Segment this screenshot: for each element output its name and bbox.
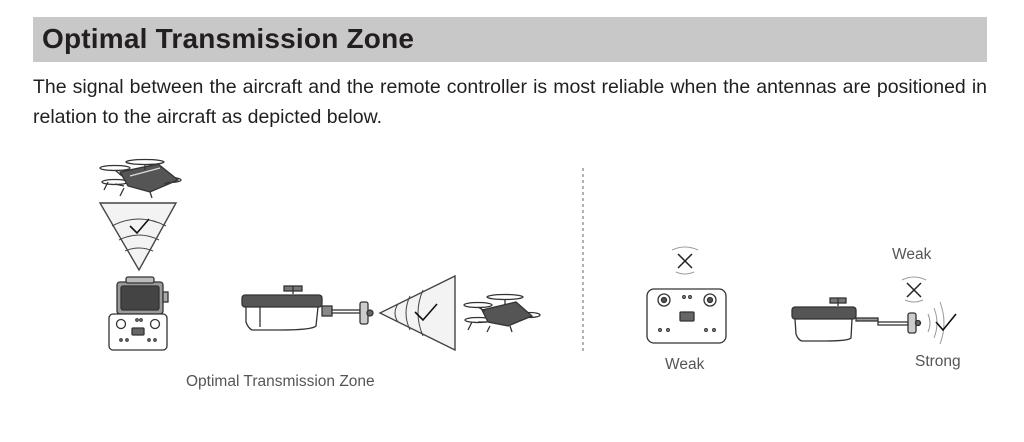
optimal-zone-side <box>378 274 456 352</box>
section-header-bar: Optimal Transmission Zone <box>33 17 987 62</box>
optimal-zone-caption: Optimal Transmission Zone <box>186 373 375 390</box>
weak-signal-indicator-antenna <box>901 276 927 303</box>
weak-label-controller: Weak <box>665 356 705 373</box>
optimal-zone-top <box>98 202 178 272</box>
drone-side-icon <box>463 293 541 333</box>
weak-label-antenna: Weak <box>892 246 932 263</box>
intro-paragraph: The signal between the aircraft and the … <box>33 76 987 128</box>
remote-controller-side-icon-right <box>791 297 922 342</box>
remote-controller-side-icon <box>241 285 374 331</box>
drone-top-icon <box>99 158 182 199</box>
strong-label-antenna: Strong <box>915 353 961 370</box>
weak-signal-indicator-controller <box>671 246 699 275</box>
remote-controller-front-icon-right <box>646 288 727 344</box>
remote-controller-front-icon <box>108 276 169 351</box>
section-title: Optimal Transmission Zone <box>42 23 415 54</box>
strong-signal-indicator <box>927 301 957 345</box>
